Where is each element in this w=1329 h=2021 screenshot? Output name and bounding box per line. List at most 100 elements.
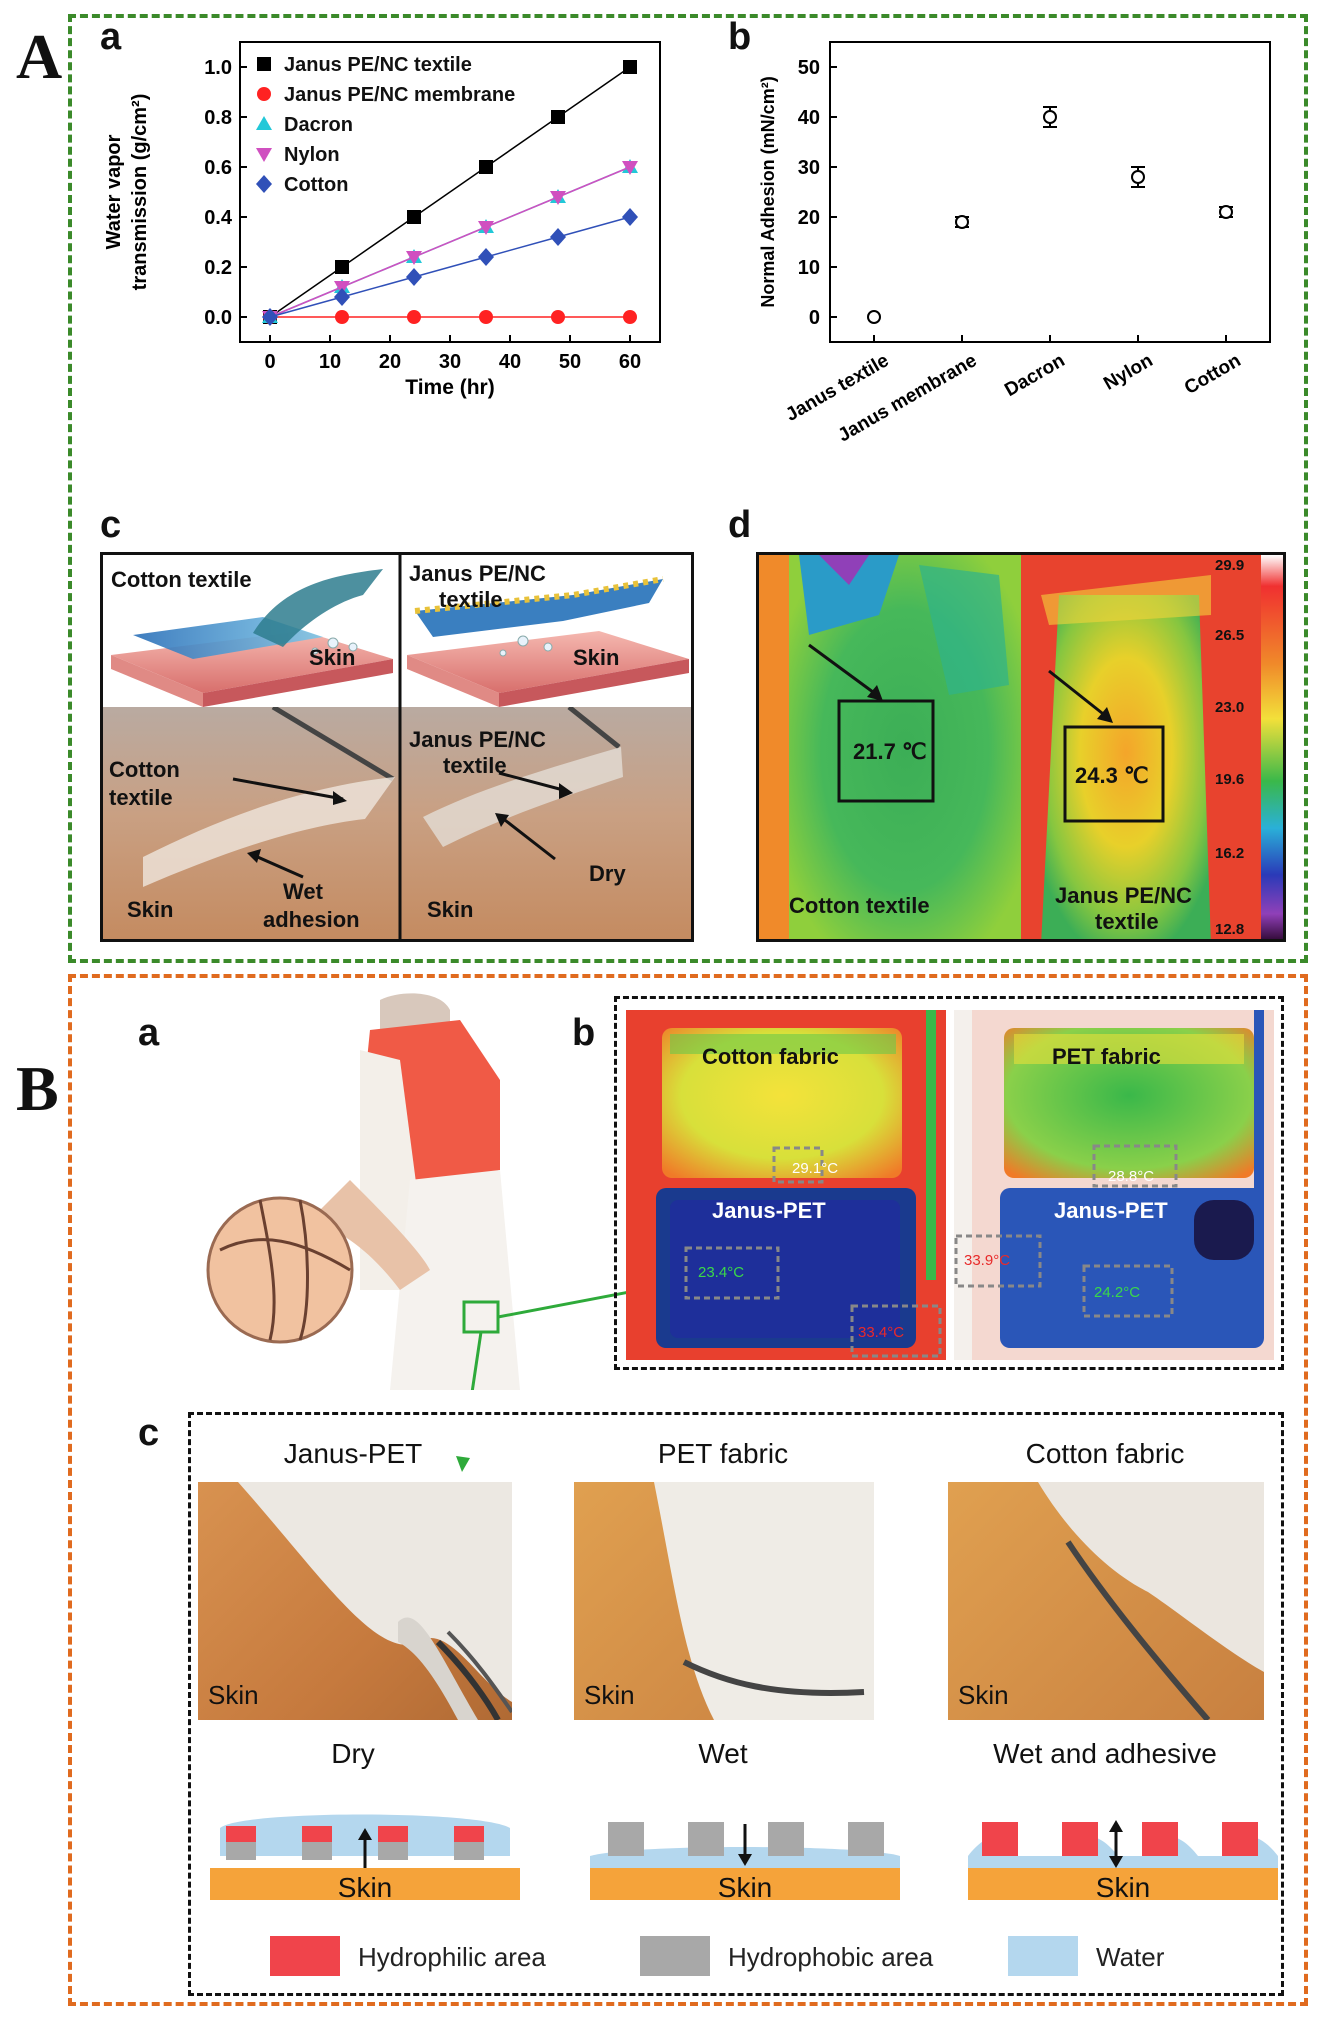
data-point bbox=[551, 110, 565, 124]
y-tick-label: 50 bbox=[798, 57, 820, 79]
arrow-head-to-janus bbox=[456, 1456, 470, 1472]
photo-pet-fabric: Skin bbox=[574, 1482, 874, 1720]
subpanel-Ad-label: d bbox=[728, 504, 752, 546]
data-point bbox=[256, 175, 272, 193]
subpanel-Ab-label: b bbox=[728, 16, 752, 58]
y-axis-label-line-1: Water vapor bbox=[103, 134, 125, 249]
thermal-pet-janus-label: Janus-PET bbox=[1054, 1198, 1168, 1223]
scale-tick-3: 19.6 bbox=[1215, 771, 1245, 788]
series-line bbox=[269, 66, 631, 318]
x-tick-label: 20 bbox=[379, 351, 401, 373]
janus-illustration-label-2: textile bbox=[439, 587, 503, 612]
photo-skin-label-3: Skin bbox=[958, 1680, 1009, 1710]
data-point bbox=[407, 210, 421, 224]
legend-swatch-hydrophilic bbox=[270, 1936, 340, 1976]
data-point bbox=[262, 308, 278, 326]
illustration-strip: Cotton textile Skin Janus PE/NC textile … bbox=[103, 555, 691, 707]
photo-title-janus-pet: Janus-PET bbox=[283, 1438, 423, 1469]
subpanel-Ba-label: a bbox=[138, 1012, 160, 1054]
x-tick-label: 60 bbox=[619, 351, 641, 373]
panel-Ac-frame: Cotton textile Skin Janus PE/NC textile … bbox=[100, 552, 694, 942]
panel-Bb-frame bbox=[614, 996, 1284, 1370]
y-tick-label: 0.6 bbox=[204, 157, 232, 179]
y-tick-label: 0.0 bbox=[204, 307, 232, 329]
plot-frame bbox=[829, 41, 1271, 343]
janus-temp-readout: 24.3 ℃ bbox=[1075, 763, 1149, 788]
data-point bbox=[335, 260, 349, 274]
panel-B-frame bbox=[68, 974, 1308, 2006]
data-point bbox=[257, 57, 271, 71]
y-tick-label: 1.0 bbox=[204, 57, 232, 79]
schematic-skin-1: Skin bbox=[337, 1872, 393, 1903]
data-point bbox=[550, 191, 566, 205]
photo-pet-fabric-drawing bbox=[654, 1482, 874, 1720]
schematic-skin-3: Skin bbox=[1095, 1872, 1151, 1903]
x-tick-label: 10 bbox=[319, 351, 341, 373]
skin-photo-label-left: Skin bbox=[127, 897, 174, 922]
thermal-pet-drawing bbox=[954, 1010, 1274, 1360]
data-point bbox=[1131, 170, 1145, 184]
color-scale-bar bbox=[1261, 555, 1283, 939]
data-point bbox=[622, 208, 638, 226]
data-point bbox=[407, 310, 421, 324]
skin-label-right: Skin bbox=[573, 645, 620, 670]
state-wet-adhesive: Wet and adhesive bbox=[993, 1738, 1217, 1769]
textile-photo-strip: Cotton textile Wet adhesion Skin Janus P… bbox=[103, 704, 691, 939]
photo-janus-pet: Skin bbox=[198, 1482, 512, 1720]
y-tick-label: 0.2 bbox=[204, 257, 232, 279]
thermal-pet-temp-3: 24.2°C bbox=[1094, 1284, 1141, 1301]
legend-entry: Cotton bbox=[284, 174, 348, 196]
x-tick-label-group: Nylon bbox=[1100, 350, 1156, 395]
data-point bbox=[550, 228, 566, 246]
thermal-cotton-temp-3: 33.4°C bbox=[858, 1324, 905, 1341]
data-point bbox=[551, 310, 565, 324]
schematic-cotton-fabric bbox=[968, 1820, 1278, 1900]
scale-tick-1: 26.5 bbox=[1215, 627, 1245, 644]
schematic-pet-fabric bbox=[590, 1822, 900, 1900]
legend-water: Water bbox=[1096, 1942, 1165, 1972]
textile-skin-illustration bbox=[111, 555, 689, 707]
legend-entry: Nylon bbox=[284, 144, 340, 166]
data-point bbox=[622, 161, 638, 175]
thermal-pet-temp-2: 33.9°C bbox=[964, 1252, 1011, 1269]
janus-photo-label-2: textile bbox=[443, 753, 507, 778]
janus-photo-label-1: Janus PE/NC bbox=[409, 727, 546, 752]
y-tick-label: 10 bbox=[798, 257, 820, 279]
data-point bbox=[256, 116, 272, 130]
thermal-image: 21.7 ℃ 24.3 ℃ Cotton textile Janus PE/NC… bbox=[759, 555, 1211, 939]
thermal-pet-temp-1: 28.8°C bbox=[1108, 1168, 1155, 1185]
x-tick-label: 50 bbox=[559, 351, 581, 373]
series-line bbox=[269, 216, 631, 318]
series-1: Janus PE/NC membrane bbox=[257, 84, 637, 324]
dry-label: Dry bbox=[589, 861, 626, 886]
legend-entry: Dacron bbox=[284, 114, 353, 136]
skin-photo-label-right: Skin bbox=[427, 897, 474, 922]
data-point bbox=[623, 60, 637, 74]
panel-A-label: A bbox=[16, 21, 63, 92]
y-tick-label: 0.8 bbox=[204, 107, 232, 129]
data-point bbox=[955, 215, 969, 229]
data-point bbox=[406, 268, 422, 286]
subpanel-Bb-label: b bbox=[572, 1012, 596, 1054]
y-tick-label: 0 bbox=[809, 307, 820, 329]
schematic-janus-pet bbox=[210, 1814, 520, 1900]
janus-illustration-label-1: Janus PE/NC bbox=[409, 561, 546, 586]
data-point bbox=[479, 160, 493, 174]
wet-label-1: Wet bbox=[283, 879, 323, 904]
panel-Ad-frame: 21.7 ℃ 24.3 ℃ Cotton textile Janus PE/NC… bbox=[756, 552, 1286, 942]
scale-label-strip bbox=[1211, 555, 1261, 939]
thermal-cotton-temp-1: 29.1°C bbox=[792, 1160, 839, 1177]
scale-tick-4: 16.2 bbox=[1215, 845, 1245, 862]
skin-label-left: Skin bbox=[309, 645, 356, 670]
thermal-pet-fabric: PET fabric 28.8°C Janus-PET 33.9°C 24.2°… bbox=[954, 1010, 1274, 1360]
data-point bbox=[406, 251, 422, 265]
thermal-pet-title: PET fabric bbox=[1052, 1044, 1161, 1069]
data-point bbox=[478, 248, 494, 266]
x-tick-label: 30 bbox=[439, 351, 461, 373]
series-line bbox=[269, 166, 631, 318]
cotton-photo-label-1: Cotton bbox=[109, 757, 180, 782]
state-wet: Wet bbox=[698, 1738, 748, 1769]
